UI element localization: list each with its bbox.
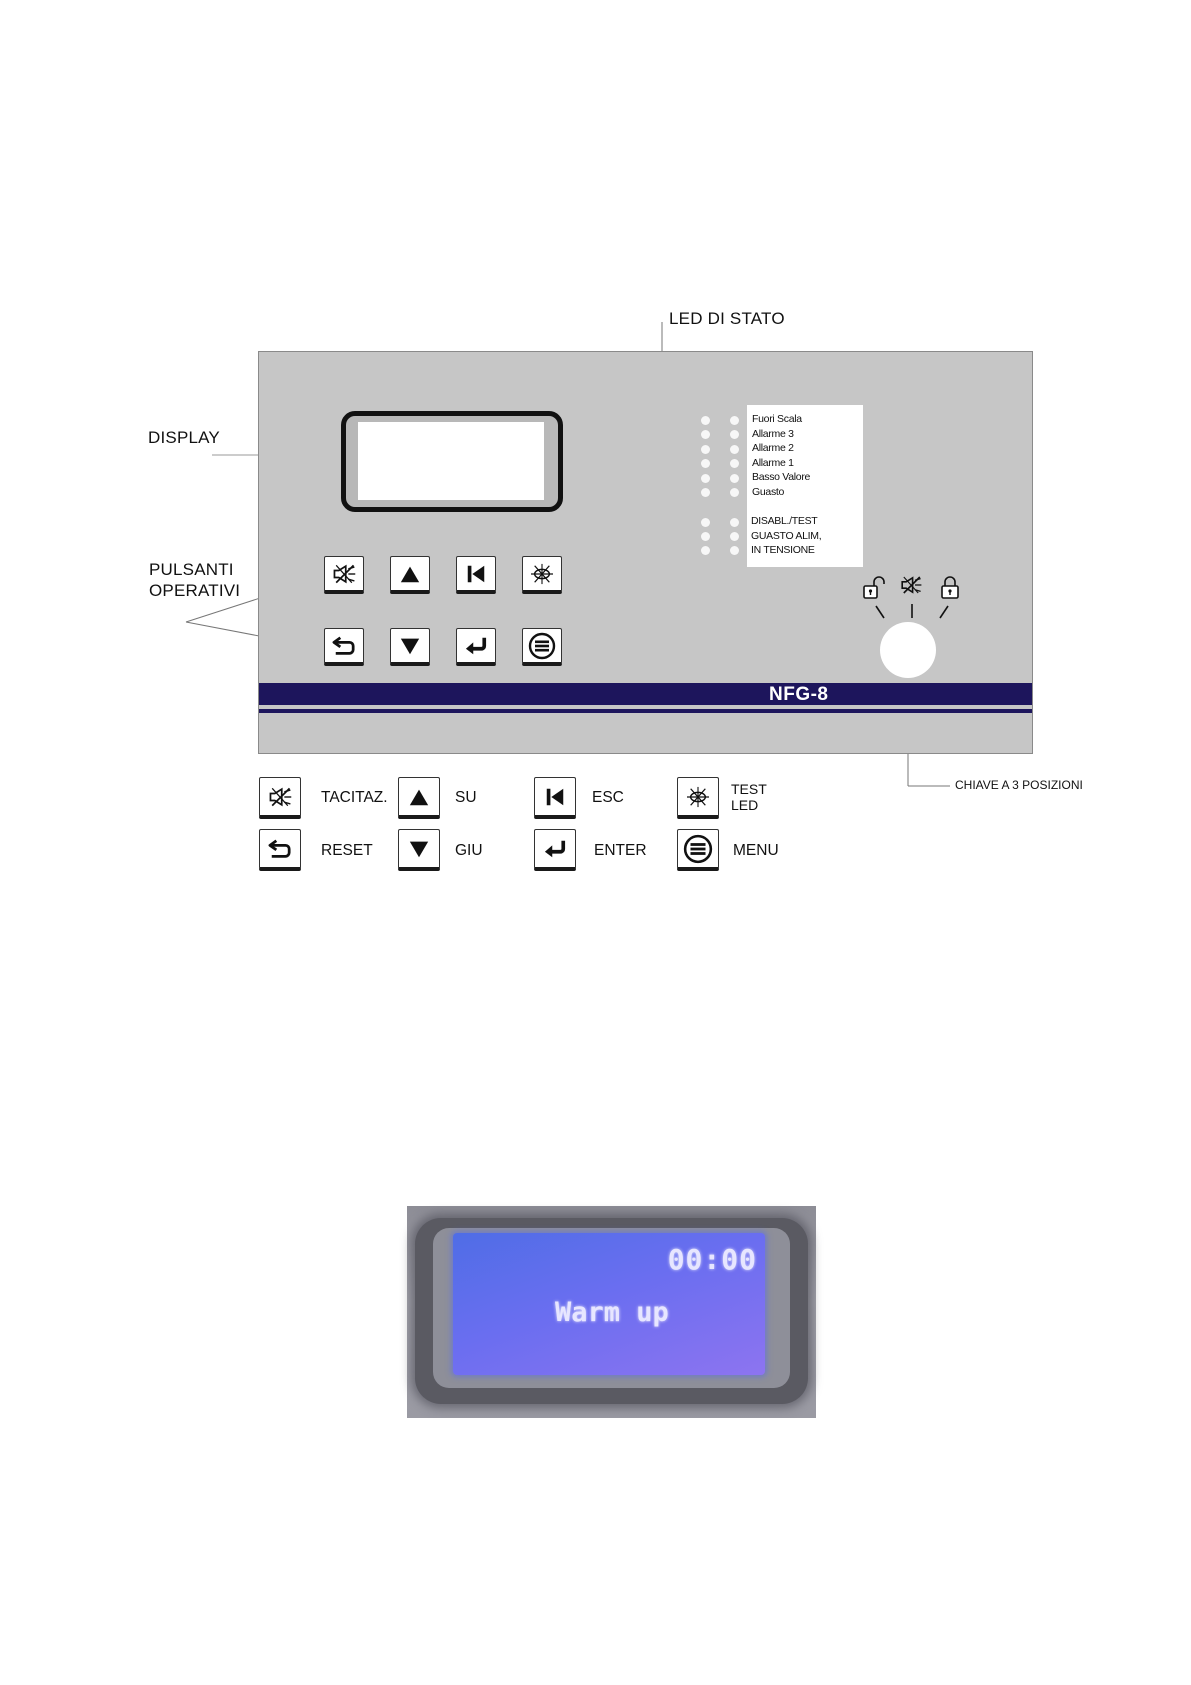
arrow-down-icon <box>399 635 421 657</box>
led-labels-group2: DISABL./TEST GUASTO ALIM, IN TENSIONE <box>751 514 821 558</box>
led-label: IN TENSIONE <box>751 543 821 558</box>
key-position-marks <box>872 602 952 624</box>
led-indicator <box>730 532 739 541</box>
brand-stripe <box>259 683 1032 705</box>
skip-back-icon <box>544 786 566 808</box>
silence-button[interactable] <box>324 556 364 594</box>
legend-silence-button <box>259 777 301 819</box>
menu-icon <box>528 632 556 660</box>
led-label: Allarme 2 <box>752 441 810 456</box>
legend-label: TEST <box>731 781 767 797</box>
silence-icon <box>267 786 293 808</box>
unlocked-padlock-icon <box>862 576 886 600</box>
led-test-button[interactable] <box>522 556 562 594</box>
legend-label: ESC <box>592 789 624 807</box>
legend-up-button <box>398 777 440 819</box>
led-label: Guasto <box>752 485 810 500</box>
led-indicator <box>730 445 739 454</box>
legend-label: RESET <box>321 842 373 860</box>
reset-button[interactable] <box>324 628 364 666</box>
led-indicator <box>701 445 710 454</box>
legend-label: TACITAZ. <box>321 789 388 807</box>
legend-label: SU <box>455 789 477 807</box>
lcd-photo: 00:00 Warm up <box>407 1206 816 1418</box>
control-panel: Fuori Scala Allarme 3 Allarme 2 Allarme … <box>258 351 1033 754</box>
led-indicator <box>730 474 739 483</box>
lcd-time: 00:00 <box>668 1243 757 1276</box>
reset-icon <box>330 635 358 657</box>
led-label: Basso Valore <box>752 470 810 485</box>
led-label: Allarme 3 <box>752 427 810 442</box>
menu-icon <box>683 834 713 864</box>
led-indicator <box>730 416 739 425</box>
led-indicator <box>701 532 710 541</box>
legend-label-test-led: TEST LED <box>731 781 767 813</box>
arrow-down-icon <box>408 838 430 860</box>
led-indicator <box>730 430 739 439</box>
menu-button[interactable] <box>522 628 562 666</box>
silence-icon <box>899 574 923 596</box>
led-indicator <box>701 546 710 555</box>
arrow-up-icon <box>408 786 430 808</box>
led-label-card: Fuori Scala Allarme 3 Allarme 2 Allarme … <box>747 405 863 567</box>
lcd-message: Warm up <box>555 1297 669 1328</box>
legend-label: MENU <box>733 842 779 860</box>
led-indicator <box>701 416 710 425</box>
down-button[interactable] <box>390 628 430 666</box>
legend-reset-button <box>259 829 301 871</box>
lcd-screen: 00:00 Warm up <box>453 1233 765 1375</box>
led-indicator <box>701 488 710 497</box>
enter-icon <box>541 838 569 860</box>
led-indicator <box>701 518 710 527</box>
up-button[interactable] <box>390 556 430 594</box>
led-indicator <box>701 459 710 468</box>
legend-menu-button <box>677 829 719 871</box>
key-switch[interactable] <box>880 622 936 678</box>
led-indicator <box>701 430 710 439</box>
led-indicator <box>730 459 739 468</box>
skip-back-icon <box>465 563 487 585</box>
legend-esc-button <box>534 777 576 819</box>
arrow-up-icon <box>399 563 421 585</box>
esc-button[interactable] <box>456 556 496 594</box>
locked-padlock-icon <box>938 576 962 600</box>
led-label: DISABL./TEST <box>751 514 821 529</box>
display-frame <box>341 411 563 512</box>
legend-label: ENTER <box>594 842 647 860</box>
silence-icon <box>331 563 357 585</box>
display-screen <box>358 422 544 500</box>
model-name: NFG-8 <box>769 684 829 706</box>
led-label: Fuori Scala <box>752 412 810 427</box>
led-test-icon <box>684 786 712 808</box>
legend-led-test-button <box>677 777 719 819</box>
brand-stripe-line <box>259 709 1032 713</box>
led-label: Allarme 1 <box>752 456 810 471</box>
led-labels-group1: Fuori Scala Allarme 3 Allarme 2 Allarme … <box>752 412 810 499</box>
led-test-icon <box>528 563 556 585</box>
enter-button[interactable] <box>456 628 496 666</box>
legend-label: GIU <box>455 842 483 860</box>
led-indicator <box>701 474 710 483</box>
led-indicator <box>730 546 739 555</box>
legend-down-button <box>398 829 440 871</box>
led-indicator <box>730 518 739 527</box>
legend-enter-button <box>534 829 576 871</box>
led-label: GUASTO ALIM, <box>751 529 821 544</box>
led-indicator <box>730 488 739 497</box>
enter-icon <box>462 635 490 657</box>
reset-icon <box>266 838 294 860</box>
legend-label: LED <box>731 797 767 813</box>
